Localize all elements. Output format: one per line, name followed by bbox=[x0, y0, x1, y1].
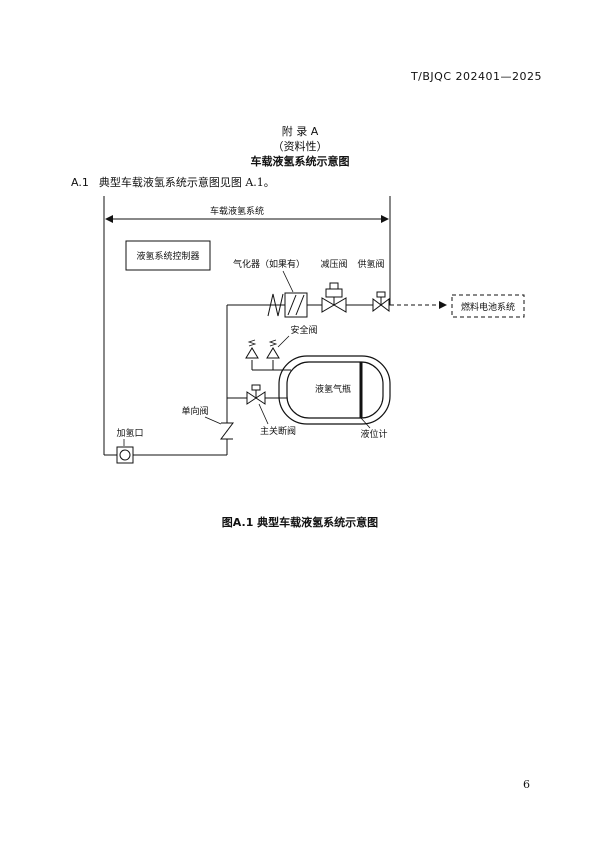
tank-label: 液氢气瓶 bbox=[315, 383, 351, 395]
vaporizer-leader bbox=[282, 270, 294, 293]
clause-a1: A.1 典型车载液氢系统示意图见图 A.1。 bbox=[71, 174, 275, 190]
main-shutoff-label: 主关断阀 bbox=[260, 425, 296, 437]
pressure-reducer-label: 减压阀 bbox=[320, 258, 347, 270]
safety-valve-1-icon bbox=[245, 347, 259, 359]
check-valve-icon bbox=[220, 422, 234, 440]
tank-outer-shell bbox=[278, 355, 391, 425]
controller-label: 液氢系统控制器 bbox=[136, 250, 199, 262]
refuel-port-label: 加氢口 bbox=[116, 427, 143, 439]
pressure-reducer-actuator bbox=[325, 288, 343, 298]
supply-valve-actuator bbox=[376, 291, 386, 298]
vaporizer-label: 气化器（如果有） bbox=[233, 258, 305, 270]
safety-valve-leader bbox=[277, 335, 290, 348]
safety-valve-2-spring bbox=[268, 339, 278, 347]
document-id: T/BJQC 202401—2025 bbox=[410, 70, 542, 83]
annex-title: 车载液氢系统示意图 bbox=[250, 155, 350, 168]
supply-valve-label: 供氢阀 bbox=[357, 258, 384, 270]
fuel-cell-box bbox=[451, 294, 525, 318]
level-gauge-leader bbox=[360, 417, 371, 429]
annex-nature: （资料性） bbox=[272, 140, 328, 153]
page-number: 6 bbox=[523, 778, 530, 791]
controller-box bbox=[125, 240, 211, 271]
annex-label: 附 录 A bbox=[281, 125, 319, 138]
pressure-reducer-cap bbox=[329, 282, 339, 290]
vaporizer-slash-1 bbox=[287, 294, 297, 316]
figure-caption: 图A.1 典型车载液氢系统示意图 bbox=[221, 516, 379, 529]
tank-inner-vessel bbox=[286, 361, 384, 419]
clause-number: A.1 bbox=[71, 176, 89, 189]
system-label: 车载液氢系统 bbox=[210, 205, 264, 217]
annex-heading: 附 录 A （资料性） 车载液氢系统示意图 bbox=[0, 124, 600, 169]
safety-valve-2-icon bbox=[266, 347, 280, 359]
vaporizer-box bbox=[284, 292, 308, 318]
safety-valve-1-spring bbox=[247, 339, 257, 347]
main-shutoff-leader bbox=[258, 403, 269, 425]
refuel-port-box bbox=[116, 446, 134, 464]
vaporizer-zigzag-icon bbox=[267, 293, 284, 317]
safety-valve-label: 安全阀 bbox=[290, 324, 317, 336]
level-gauge-label: 液位计 bbox=[360, 428, 387, 440]
clause-text: 典型车载液氢系统示意图见图 A.1。 bbox=[98, 176, 275, 189]
main-shutoff-actuator bbox=[251, 384, 261, 391]
vaporizer-slash-2 bbox=[295, 294, 305, 316]
fuel-cell-label: 燃料电池系统 bbox=[461, 301, 515, 313]
check-valve-label: 单向阀 bbox=[181, 405, 208, 417]
refuel-port-icon bbox=[119, 449, 131, 461]
check-valve-leader bbox=[204, 416, 222, 425]
